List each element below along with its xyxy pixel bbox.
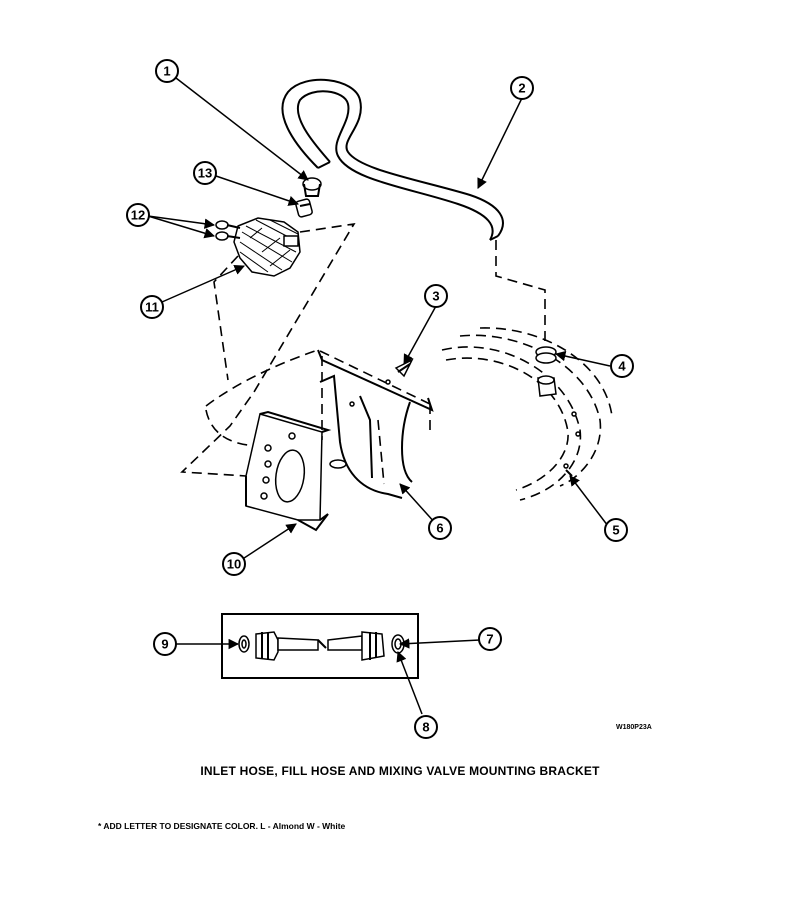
callout-label: 9 <box>161 637 168 652</box>
callout-5: 5 <box>604 518 628 542</box>
callout-label: 10 <box>227 557 241 572</box>
callout-9: 9 <box>153 632 177 656</box>
callout-label: 3 <box>432 289 439 304</box>
fill-hose <box>281 78 504 241</box>
mounting-screw <box>394 358 414 378</box>
control-base <box>205 349 434 499</box>
mounting-bracket <box>245 410 332 532</box>
color-footnote: * ADD LETTER TO DESIGNATE COLOR. L - Alm… <box>98 821 346 831</box>
callout-8: 8 <box>414 715 438 739</box>
callout-12: 12 <box>126 203 150 227</box>
callout-4: 4 <box>610 354 634 378</box>
callout-label: 7 <box>486 632 493 647</box>
hose-fitting <box>302 177 322 197</box>
diagram-title: INLET HOSE, FILL HOSE AND MIXING VALVE M… <box>200 764 600 778</box>
callout-label: 12 <box>131 208 145 223</box>
callout-1: 1 <box>155 59 179 83</box>
callout-label: 11 <box>145 300 159 315</box>
valve-screws <box>215 220 241 241</box>
callout-label: 8 <box>422 720 429 735</box>
callout-6: 6 <box>428 516 452 540</box>
valve-screen <box>295 198 313 218</box>
drawing-code: W180P23A <box>616 724 652 731</box>
callout-3: 3 <box>424 284 448 308</box>
callout-11: 11 <box>140 295 164 319</box>
callout-label: 13 <box>198 166 212 181</box>
callout-7: 7 <box>478 627 502 651</box>
callout-label: 4 <box>618 359 626 374</box>
leader-lines <box>147 77 611 715</box>
tub-ring <box>441 327 613 501</box>
inlet-hose-box <box>221 613 419 679</box>
callout-10: 10 <box>222 552 246 576</box>
callout-13: 13 <box>193 161 217 185</box>
callout-2: 2 <box>510 76 534 100</box>
callout-label: 5 <box>612 523 619 538</box>
mixing-valve <box>233 217 301 277</box>
callout-label: 1 <box>163 64 170 79</box>
hose-clamp <box>535 346 557 397</box>
callout-label: 2 <box>518 81 525 96</box>
callout-label: 6 <box>436 521 443 536</box>
